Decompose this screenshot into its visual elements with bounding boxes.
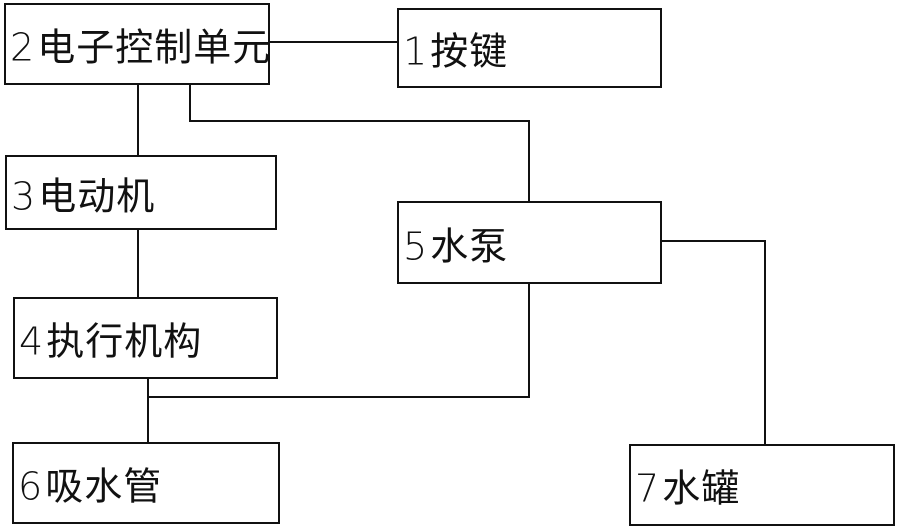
connector-actuator-pump-horizontal (147, 396, 530, 398)
connector-ecu-motor (137, 84, 139, 156)
connector-ecu-pump-horizontal (189, 120, 530, 122)
actuator-number: 4 (19, 319, 45, 364)
connector-ecu-pump-vertical (189, 84, 191, 122)
connector-actuator-pump-vertical (528, 283, 530, 398)
water-pump-box: 5水泵 (397, 201, 662, 284)
water-pump-text: 水泵 (430, 224, 509, 268)
connector-ecu-button (268, 41, 398, 43)
water-tank-box: 7水罐 (629, 444, 895, 526)
water-tank-number: 7 (635, 466, 661, 511)
button-text: 按键 (430, 29, 509, 74)
connector-pump-tank-vertical (764, 240, 766, 445)
electronic-control-unit-text: 电子控制单元 (37, 25, 272, 70)
connector-ecu-pump-drop (528, 120, 530, 202)
motor-number: 3 (11, 174, 37, 218)
water-tank-label: 7水罐 (635, 458, 740, 513)
motor-box: 3电动机 (5, 155, 277, 230)
water-pump-label: 5水泵 (403, 215, 508, 270)
motor-label: 3电动机 (11, 165, 155, 220)
suction-pipe-box: 6吸水管 (12, 442, 280, 524)
electronic-control-unit-label: 2电子控制单元 (10, 17, 271, 72)
connector-actuator-suction (147, 378, 149, 443)
connector-motor-actuator (137, 229, 139, 298)
button-number: 1 (403, 29, 429, 74)
actuator-label: 4执行机构 (19, 311, 202, 366)
suction-pipe-label: 6吸水管 (18, 456, 162, 511)
electronic-control-unit-number: 2 (10, 25, 36, 70)
suction-pipe-text: 吸水管 (45, 464, 163, 509)
water-tank-text: 水罐 (662, 466, 741, 511)
motor-text: 电动机 (38, 174, 156, 218)
electronic-control-unit-box: 2电子控制单元 (4, 3, 270, 85)
water-pump-number: 5 (403, 224, 429, 268)
connector-pump-tank-horizontal (661, 240, 766, 242)
actuator-text: 执行机构 (46, 319, 203, 364)
button-label: 1按键 (403, 21, 508, 76)
suction-pipe-number: 6 (18, 464, 44, 509)
button-box: 1按键 (397, 8, 662, 88)
actuator-box: 4执行机构 (13, 297, 278, 379)
